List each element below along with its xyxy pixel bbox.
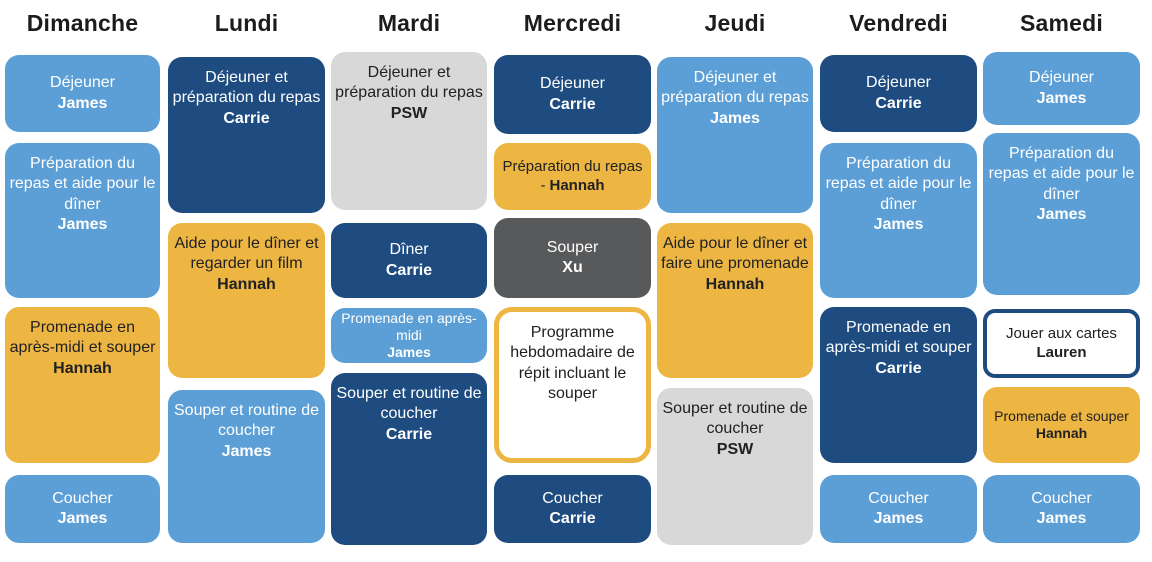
task-label: Promenade en après-midi et souper [825, 319, 972, 357]
day-header: Dimanche [26, 10, 139, 36]
person-name: Carrie [385, 261, 433, 279]
schedule-card: Coucher James [5, 475, 160, 543]
person-name: James [1036, 89, 1087, 107]
task-label: Déjeuner et préparation du repas [661, 69, 809, 107]
schedule-card: Déjeuner Carrie [820, 55, 977, 132]
person-name: Xu [562, 259, 583, 276]
person-name: James [1036, 206, 1087, 224]
schedule-card: Dîner Carrie [331, 223, 487, 298]
schedule-card: Préparation du repas et aide pour le dîn… [820, 143, 977, 298]
schedule-card: Programme hebdomadaire de répit incluant… [494, 307, 651, 463]
task-label: Aide pour le dîner et regarder un film [174, 235, 319, 273]
task-label: Déjeuner et préparation du repas [172, 69, 321, 107]
schedule-card: Préparation du repas et aide pour le dîn… [983, 133, 1140, 295]
task-label: Promenade en après-midi [341, 309, 477, 343]
task-label: Coucher [52, 489, 113, 507]
schedule-card: Préparation du repas et aide pour le dîn… [5, 143, 160, 298]
schedule-card: Souper et routine de coucher James [168, 390, 325, 543]
task-label: Coucher [1031, 489, 1092, 507]
task-label: Déjeuner [866, 74, 931, 92]
person-name: Hannah [53, 359, 112, 377]
person-name: Hannah [549, 176, 605, 194]
person-name: PSW [390, 104, 428, 122]
person-name: Carrie [549, 95, 596, 113]
person-name: Hannah [705, 275, 765, 293]
day-header: Vendredi [849, 10, 948, 36]
schedule-card: Promenade et souper Hannah [983, 387, 1140, 463]
person-name: James [710, 109, 760, 127]
task-label: Souper [546, 238, 599, 256]
day-column-vendredi: Vendredi Déjeuner Carrie Préparation du … [820, 0, 977, 562]
day-column-mercredi: Mercredi Déjeuner Carrie Préparation du … [494, 0, 651, 562]
person-name: James [387, 344, 431, 361]
day-header: Mardi [377, 10, 441, 36]
schedule-card: Aide pour le dîner et regarder un film H… [168, 223, 325, 378]
task-label: Préparation du repas et aide pour le dîn… [9, 155, 156, 213]
day-column-samedi: Samedi Déjeuner James Préparation du rep… [983, 0, 1140, 562]
day-header: Samedi [1019, 10, 1103, 36]
task-label: Souper et routine de coucher [662, 400, 808, 438]
task-label: Préparation du repas et aide pour le dîn… [988, 145, 1135, 203]
person-name: Hannah [1035, 425, 1088, 441]
schedule-card: Déjeuner et préparation du repas Carrie [168, 57, 325, 213]
person-name: Carrie [549, 510, 596, 527]
day-column-dimanche: Dimanche Déjeuner James Préparation du r… [5, 0, 160, 562]
schedule-card: Déjeuner James [5, 55, 160, 132]
schedule-card: Coucher Carrie [494, 475, 651, 543]
schedule-card: Déjeuner et préparation du repas PSW [331, 52, 487, 210]
person-name: PSW [716, 440, 754, 458]
task-label: Déjeuner [50, 74, 115, 92]
person-name: James [873, 510, 924, 527]
task-label: Déjeuner [540, 75, 605, 93]
schedule-card: Préparation du repas -Hannah [494, 143, 651, 210]
day-header: Jeudi [704, 10, 766, 36]
day-column-lundi: Lundi Déjeuner et préparation du repas C… [168, 0, 325, 562]
schedule-card: Déjeuner James [983, 52, 1140, 125]
person-name: Hannah [217, 275, 276, 293]
schedule-card: Coucher James [983, 475, 1140, 543]
schedule-card: Déjeuner et préparation du repas James [657, 57, 813, 213]
task-label: Promenade et souper [994, 407, 1129, 424]
task-label: Souper et routine de coucher [174, 402, 319, 440]
person-name: Carrie [875, 359, 922, 377]
person-name: Carrie [875, 94, 922, 112]
task-label: Souper et routine de coucher [336, 385, 482, 423]
person-name: James [1036, 510, 1087, 527]
person-name: James [57, 94, 108, 112]
schedule-card: Jouer aux cartes Lauren [983, 309, 1140, 378]
task-label: Dîner [389, 241, 429, 259]
schedule-card: Promenade en après-midi James [331, 308, 487, 363]
person-name: Lauren [1036, 343, 1087, 361]
task-label: Déjeuner et préparation du repas [335, 64, 483, 102]
person-name: James [57, 216, 108, 234]
day-header: Mercredi [523, 10, 622, 36]
task-label: Coucher [868, 489, 929, 507]
person-name: James [57, 510, 108, 527]
day-column-jeudi: Jeudi Déjeuner et préparation du repas J… [657, 0, 813, 562]
task-label: Programme hebdomadaire de répit incluant… [510, 324, 635, 403]
day-header: Lundi [214, 10, 279, 36]
schedule-card: Souper Xu [494, 218, 651, 298]
schedule-card: Aide pour le dîner et faire une promenad… [657, 223, 813, 378]
task-label: Aide pour le dîner et faire une promenad… [661, 235, 809, 273]
task-label: Jouer aux cartes [1006, 324, 1117, 342]
person-name: James [873, 216, 924, 234]
task-label: Déjeuner [1029, 69, 1094, 87]
day-column-mardi: Mardi Déjeuner et préparation du repas P… [331, 0, 487, 562]
task-label: Coucher [542, 489, 603, 507]
person-name: Carrie [385, 425, 433, 443]
person-name: James [221, 442, 272, 460]
task-label: Promenade en après-midi et souper [9, 319, 156, 357]
schedule-card: Promenade en après-midi et souper Hannah [5, 307, 160, 463]
person-name: Carrie [223, 109, 270, 127]
schedule-card: Déjeuner Carrie [494, 55, 651, 134]
schedule-card: Souper et routine de coucher PSW [657, 388, 813, 545]
schedule-card: Souper et routine de coucher Carrie [331, 373, 487, 545]
task-label: Préparation du repas - [502, 157, 643, 194]
schedule-card: Promenade en après-midi et souper Carrie [820, 307, 977, 463]
task-label: Préparation du repas et aide pour le dîn… [825, 155, 972, 213]
schedule-card: Coucher James [820, 475, 977, 543]
